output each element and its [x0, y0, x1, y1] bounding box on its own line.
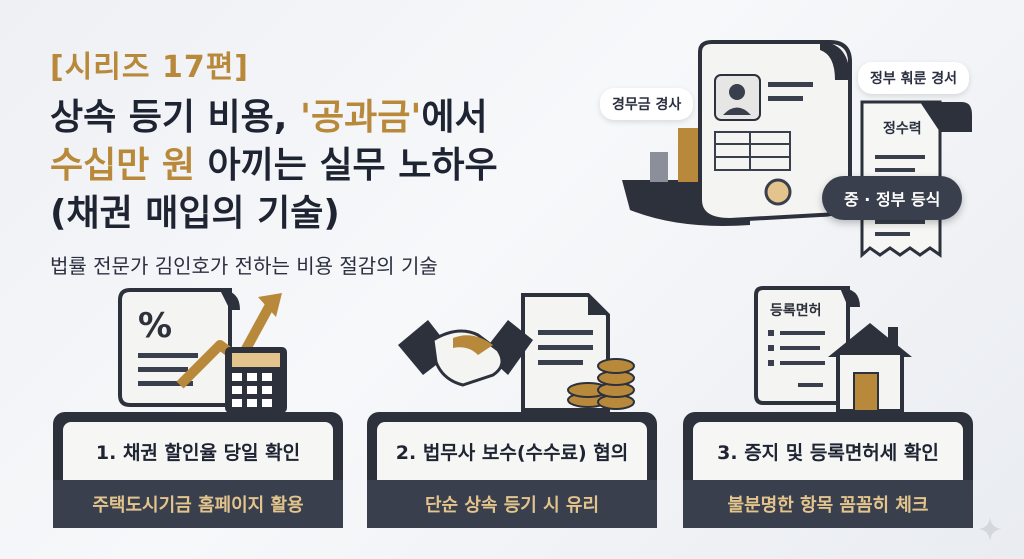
percent-document-calculator-icon: % — [118, 288, 287, 413]
subtitle: 법률 전문가 김인호가 전하는 비용 절감의 기술 — [50, 254, 438, 278]
title-line-3: (채권 매입의 기술) — [50, 193, 340, 234]
sparkle-icon — [978, 517, 1002, 541]
hero-illustration: 경무금 경사 정부 훠룬 경서 정수력 중 · 정부 등식 — [600, 40, 1000, 270]
title-line-1: 상속 등기 비용, '공과금'에서 — [50, 94, 498, 142]
header: [시리즈 17편] 상속 등기 비용, '공과금'에서 수십만 원 아끼는 실무… — [50, 42, 498, 279]
hero-bubble-left: 경무금 경사 — [600, 88, 694, 120]
handshake-document-coins-icon — [398, 293, 635, 412]
tip-card-3: 3. 증지 및 등록면허세 확인 불분명한 항목 꼼꼼히 체크 — [683, 412, 973, 528]
title-line-2: 수십만 원 아끼는 실무 노하우 — [50, 142, 498, 190]
series-label: [시리즈 17편] — [50, 50, 250, 85]
tip-card-2: 2. 법무사 보수(수수료) 협의 단순 상속 등기 시 유리 — [367, 412, 657, 528]
title-text: 에서 — [421, 97, 488, 138]
title-highlight: '공과금' — [300, 97, 422, 138]
receipt-title: 정수력 — [883, 121, 922, 137]
tip-card-subtitle: 불분명한 항목 꼼꼼히 체크 — [683, 480, 973, 528]
title-text: 상속 등기 비용, — [50, 97, 300, 138]
title-highlight: 수십만 원 — [50, 145, 196, 186]
tip-card-subtitle: 주택도시기금 홈페이지 활용 — [53, 480, 343, 528]
registration-doc-title: 등록면허 — [770, 302, 822, 319]
tip-card-title: 1. 채권 할인율 당일 확인 — [63, 422, 333, 480]
title-text: 아끼는 실무 노하우 — [195, 145, 498, 186]
tip-card-title: 3. 증지 및 등록면허세 확인 — [693, 422, 963, 480]
tip-card-1: 1. 채권 할인율 당일 확인 주택도시기금 홈페이지 활용 — [53, 412, 343, 528]
tip-card-subtitle: 단순 상속 등기 시 유리 — [367, 480, 657, 528]
tip-card-title: 2. 법무사 보수(수수료) 협의 — [377, 422, 647, 480]
registration-document-house-icon: 등록면허 — [754, 286, 912, 413]
hero-pill: 중 · 정부 등식 — [822, 176, 963, 220]
hero-bubble-right: 정부 훠룬 경서 — [858, 62, 970, 94]
percent-symbol: % — [138, 306, 172, 346]
